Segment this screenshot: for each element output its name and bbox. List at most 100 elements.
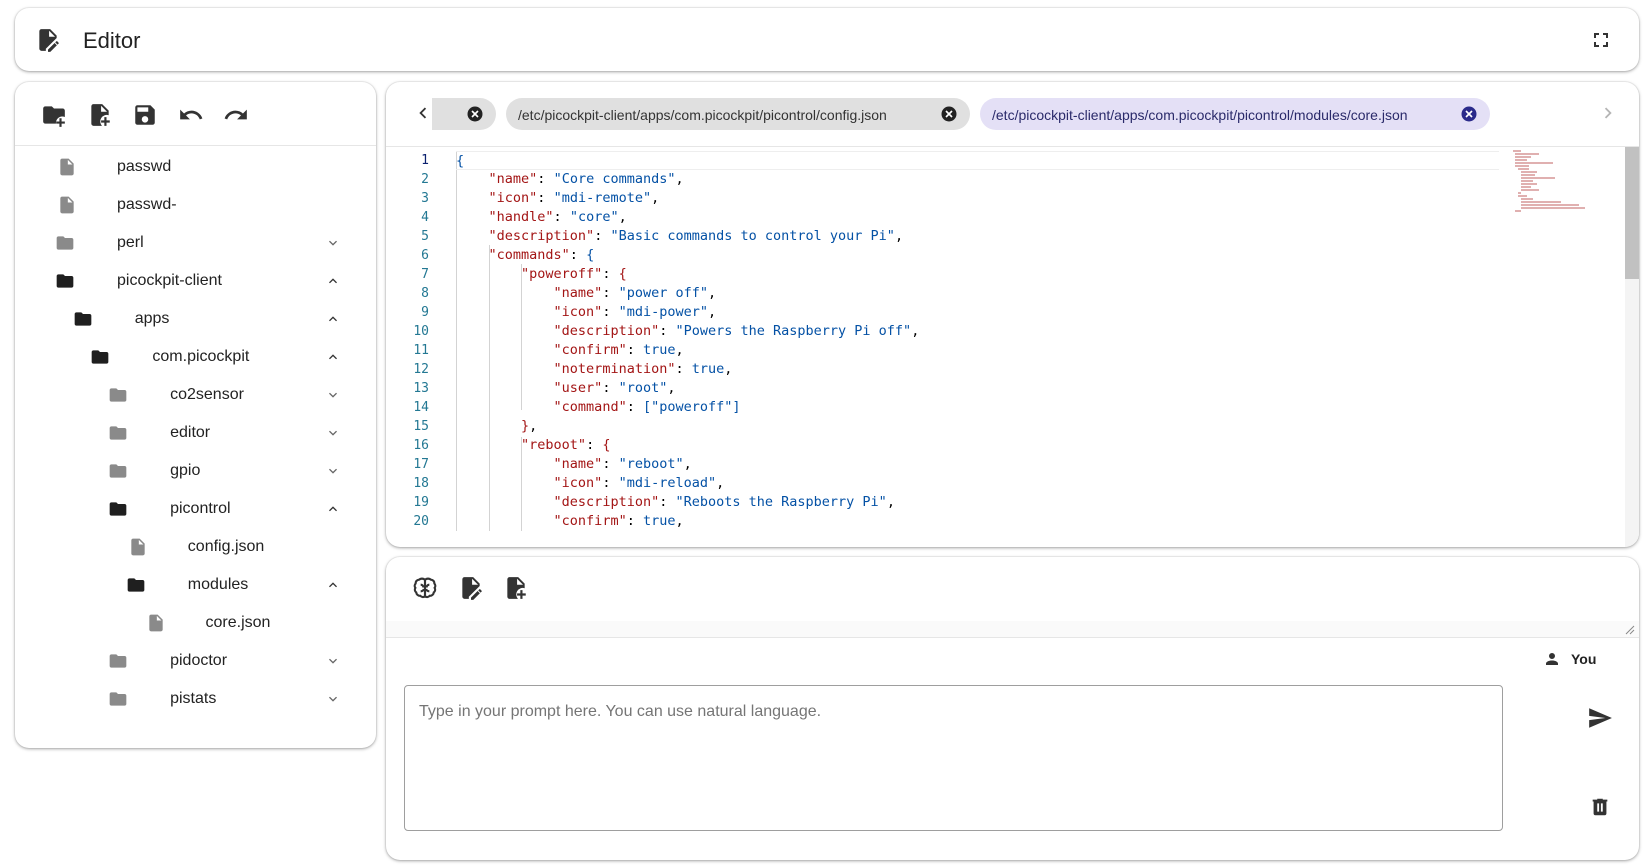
tree-folder[interactable]: com.picockpit — [15, 337, 376, 377]
code-token: : — [602, 456, 619, 472]
chevron-down-icon[interactable] — [325, 691, 341, 707]
send-icon[interactable] — [1587, 705, 1613, 731]
folder-icon — [56, 236, 74, 250]
folder-icon — [109, 388, 127, 402]
scrollbar-thumb[interactable] — [1625, 147, 1639, 279]
tree-item-label: picontrol — [170, 500, 231, 517]
code-token: "Reboots the Raspberry Pi" — [675, 494, 887, 510]
tree-item-label: modules — [187, 576, 249, 593]
panel-divider — [386, 621, 1639, 638]
account-icon — [1546, 653, 1558, 665]
chevron-down-icon[interactable] — [325, 425, 341, 441]
tab-label: /etc/picockpit-client/apps/com.picockpit… — [992, 107, 1408, 123]
close-icon[interactable] — [1460, 105, 1478, 123]
file-edit-icon[interactable] — [458, 575, 484, 601]
line-number: 7 — [421, 267, 429, 282]
code-line: "command": ["poweroff"] — [456, 398, 1499, 417]
chevron-right-icon[interactable] — [1597, 102, 1619, 124]
code-token — [456, 437, 521, 453]
line-number: 5 — [421, 229, 429, 244]
code-line: "description": "Powers the Raspberry Pi … — [456, 322, 1499, 341]
tree-folder[interactable]: picontrol — [15, 489, 376, 529]
chevron-up-icon[interactable] — [325, 349, 341, 365]
chevron-up-icon[interactable] — [325, 311, 341, 327]
code-text[interactable]: { "name": "Core commands", "icon": "mdi-… — [456, 151, 1499, 531]
brain-icon[interactable] — [412, 575, 438, 601]
tree-file[interactable]: passwd- — [15, 185, 376, 225]
code-token: "poweroff" — [521, 266, 603, 282]
code-line: "commands": { — [456, 246, 1499, 265]
code-token: "power off" — [618, 285, 708, 301]
tree-folder[interactable]: pidoctor — [15, 641, 376, 681]
code-token: : — [602, 475, 619, 491]
tree-folder[interactable]: gpio — [15, 451, 376, 491]
undo-icon[interactable] — [178, 102, 204, 128]
code-token — [456, 418, 521, 434]
code-token: "user" — [553, 380, 603, 396]
tree-folder[interactable]: editor — [15, 413, 376, 453]
close-icon[interactable] — [466, 105, 484, 123]
code-token: "notermination" — [553, 361, 676, 377]
file-plus-icon[interactable] — [87, 102, 113, 128]
code-token: : — [602, 285, 619, 301]
chevron-left-icon[interactable] — [412, 102, 434, 124]
code-line: "notermination": true, — [456, 360, 1499, 379]
folder-plus-icon[interactable] — [41, 102, 67, 128]
tab-label: /etc/picockpit-client/apps/com.picockpit… — [518, 107, 887, 123]
file-plus-icon[interactable] — [503, 575, 529, 601]
tab-hidden[interactable] — [432, 98, 496, 130]
code-token: , — [675, 342, 684, 358]
code-token: "name" — [488, 171, 538, 187]
close-icon[interactable] — [940, 105, 958, 123]
tree-item-label: perl — [117, 234, 144, 251]
code-token: "Powers the Raspberry Pi off" — [675, 323, 912, 339]
trash-icon[interactable] — [1589, 795, 1611, 819]
tree-file[interactable]: passwd — [15, 147, 376, 187]
save-icon[interactable] — [132, 102, 158, 128]
tree-folder[interactable]: co2sensor — [15, 375, 376, 415]
tree-folder[interactable]: modules — [15, 565, 376, 605]
code-line: }, — [456, 417, 1499, 436]
tree-folder[interactable]: pistats — [15, 679, 376, 719]
chevron-down-icon[interactable] — [325, 235, 341, 251]
chevron-down-icon[interactable] — [325, 653, 341, 669]
file-icon — [60, 196, 74, 214]
chevron-down-icon[interactable] — [325, 463, 341, 479]
code-token: , — [708, 285, 717, 301]
chevron-up-icon[interactable] — [325, 501, 341, 517]
line-number: 4 — [421, 210, 429, 225]
code-token: : — [659, 323, 676, 339]
tree-folder[interactable]: picockpit-client — [15, 261, 376, 301]
code-line: "confirm": true, — [456, 512, 1499, 531]
code-token: "handle" — [488, 209, 554, 225]
chevron-down-icon[interactable] — [325, 387, 341, 403]
tree-file[interactable]: core.json — [15, 603, 376, 643]
code-token: , — [675, 171, 684, 187]
tab-core-json[interactable]: /etc/picockpit-client/apps/com.picockpit… — [980, 98, 1490, 130]
code-token: , — [911, 323, 920, 339]
minimap[interactable] — [1509, 149, 1599, 219]
resize-grip-icon[interactable] — [1625, 625, 1635, 635]
tree-file[interactable]: config.json — [15, 527, 376, 567]
code-line: "confirm": true, — [456, 341, 1499, 360]
chevron-up-icon[interactable] — [325, 273, 341, 289]
code-token: true — [642, 342, 676, 358]
tree-folder[interactable]: apps — [15, 299, 376, 339]
tree-item-label: editor — [170, 424, 211, 441]
chevron-up-icon[interactable] — [325, 577, 341, 593]
prompt-input[interactable] — [404, 685, 1503, 831]
code-line: "reboot": { — [456, 436, 1499, 455]
tab-config-json[interactable]: /etc/picockpit-client/apps/com.picockpit… — [506, 98, 970, 130]
code-token: : — [659, 494, 676, 510]
line-number: 8 — [421, 286, 429, 301]
code-token: : — [553, 209, 570, 225]
fullscreen-icon[interactable] — [1589, 28, 1613, 52]
tree-folder[interactable]: perl — [15, 223, 376, 263]
code-token: : — [602, 304, 619, 320]
file-icon — [60, 158, 74, 176]
line-number: 19 — [413, 495, 429, 510]
folder-icon — [109, 692, 127, 706]
redo-icon[interactable] — [223, 102, 249, 128]
code-token — [456, 171, 489, 187]
